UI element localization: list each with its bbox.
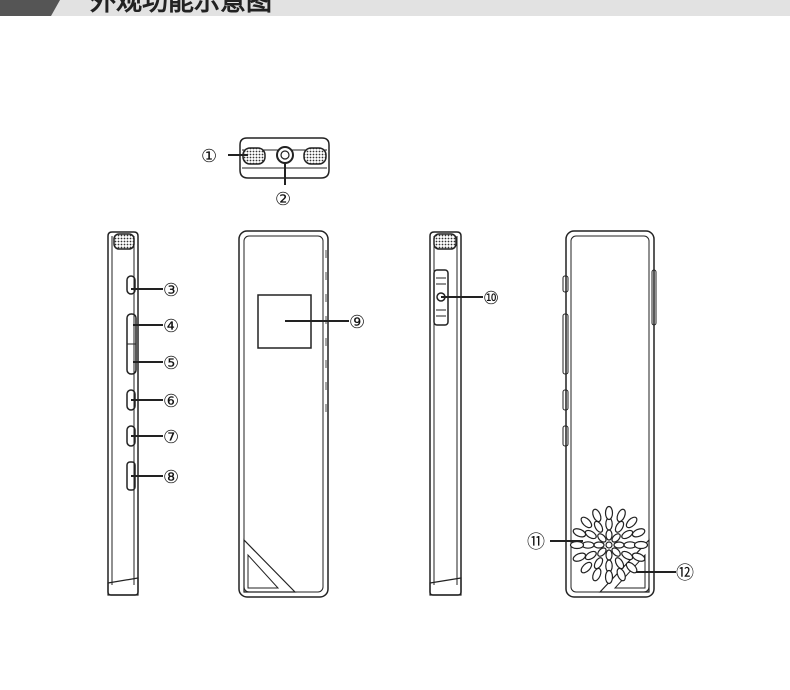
callout-2: ② (275, 189, 291, 209)
speaker-hole (572, 552, 587, 562)
device-front-view (238, 230, 329, 598)
speaker-hole (616, 508, 626, 523)
speaker-hole (611, 533, 621, 543)
speaker-hole (569, 540, 585, 550)
speaker-hole (625, 516, 638, 529)
speaker-hole (597, 533, 607, 543)
right-microphone-grille (303, 147, 327, 165)
speaker-hole (604, 569, 614, 585)
speaker-hole (584, 550, 597, 561)
callout-3: ③ (163, 280, 179, 300)
device-top-view (239, 137, 330, 179)
callout-12: ⑫ (676, 563, 694, 583)
button-3 (126, 275, 136, 295)
callout-8: ⑧ (163, 467, 179, 487)
side-microphone-grille-right (433, 233, 457, 250)
speaker-hole (616, 567, 626, 582)
callout-5: ⑤ (163, 353, 179, 373)
speaker-hole (631, 528, 646, 538)
speaker-hole (593, 557, 604, 570)
speaker-grille (569, 505, 649, 585)
speaker-hole (597, 547, 607, 557)
speaker-hole (592, 508, 602, 523)
speaker-hole (584, 529, 597, 540)
speaker-hole (593, 541, 605, 549)
speaker-hole (605, 529, 613, 541)
callout-4: ④ (163, 316, 179, 336)
speaker-hole (580, 561, 593, 574)
side-microphone-grille (113, 233, 135, 250)
callout-labels: ① ② ③ ④ ⑤ ⑥ ⑦ ⑧ ⑨ ⑩ ⑪ ⑫ (163, 146, 694, 583)
speaker-hole (614, 557, 625, 570)
callout-9: ⑨ (349, 312, 365, 332)
callout-7: ⑦ (163, 427, 179, 447)
callout-1: ① (201, 146, 217, 166)
speaker-hole (593, 520, 604, 533)
callout-10: ⑩ (483, 288, 499, 308)
speaker-hole (592, 567, 602, 582)
speaker-hole (604, 505, 614, 521)
callout-6: ⑥ (163, 391, 179, 411)
callout-11: ⑪ (527, 532, 545, 552)
speaker-hole (611, 547, 621, 557)
speaker-hole (605, 541, 613, 549)
speaker-hole (580, 516, 593, 529)
device-left-side-view (107, 231, 139, 596)
header-tab-accent (0, 0, 60, 16)
speaker-hole (621, 529, 634, 540)
callout-leaders (131, 154, 676, 573)
speaker-hole (572, 528, 587, 538)
speaker-hole (631, 552, 646, 562)
section-header: 外观功能示意图 (0, 0, 790, 16)
speaker-hole (613, 541, 625, 549)
device-right-side-view (429, 231, 462, 596)
speaker-hole (633, 540, 649, 550)
speaker-hole (605, 549, 613, 561)
speaker-hole (621, 550, 634, 561)
section-title: 外观功能示意图 (90, 0, 273, 16)
speaker-hole (614, 520, 625, 533)
